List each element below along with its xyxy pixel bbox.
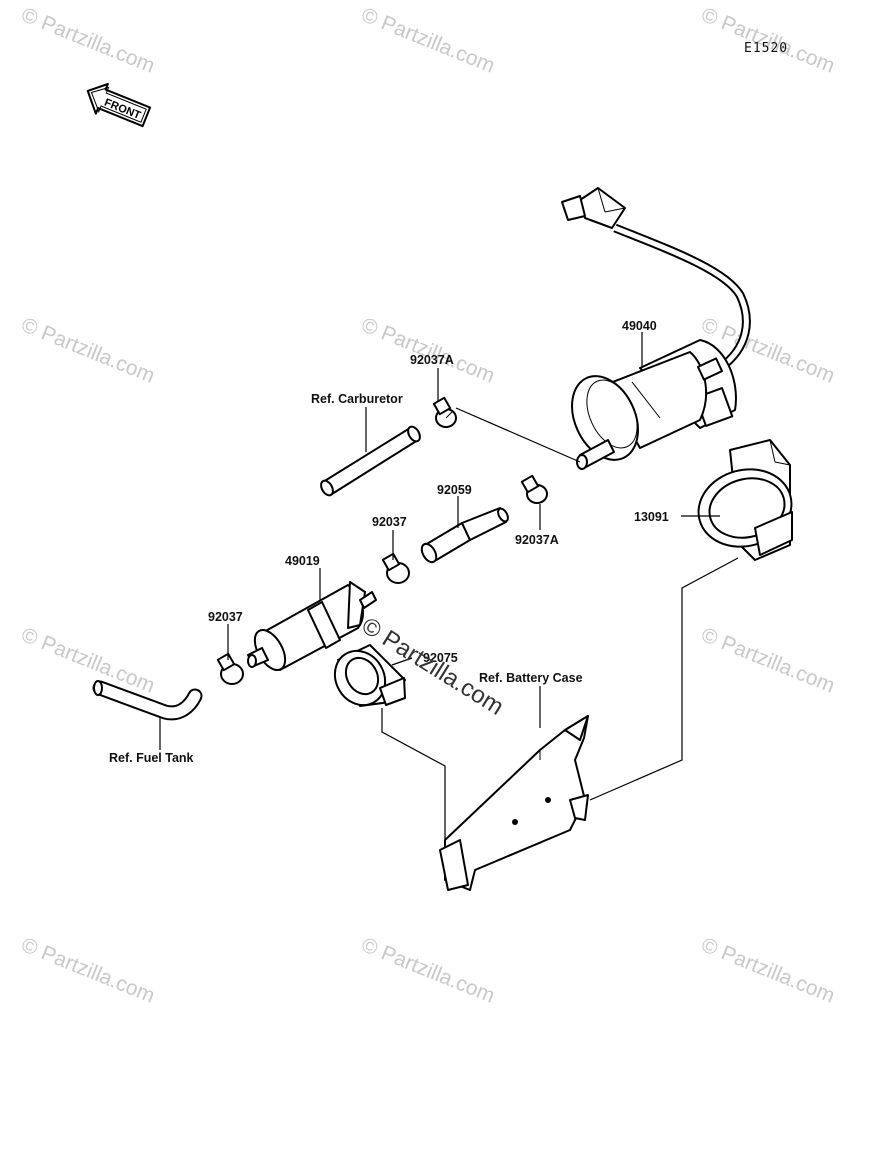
clamp-92037-lower <box>216 652 244 685</box>
label-battery-case: Ref. Battery Case <box>479 671 583 685</box>
carburetor-hose <box>320 425 421 497</box>
fuel-tank-hose <box>92 680 203 721</box>
pipe-92059 <box>420 507 509 564</box>
label-clamp-filter-upper: 92037 <box>372 515 407 529</box>
fuel-filter-49019 <box>247 581 377 671</box>
pump-holder-13091 <box>697 439 793 561</box>
clamp-92037-upper <box>381 552 410 584</box>
label-clamp-pump: 92037A <box>410 353 454 367</box>
front-arrow-icon: FRONT <box>86 82 152 128</box>
label-pipe: 92059 <box>437 483 472 497</box>
fuel-pump-49040 <box>561 187 751 470</box>
watermark: © Partzilla.com <box>358 313 498 387</box>
clamp-92037a-upper <box>432 396 457 428</box>
filter-holder-92075 <box>333 644 406 707</box>
watermark: © Partzilla.com <box>698 933 838 1007</box>
diagram-code: E1520 <box>744 41 788 56</box>
watermark: © Partzilla.com <box>698 623 838 697</box>
part-labels: 49040 92037A Ref. Carburetor 92059 92037… <box>109 319 669 765</box>
watermark: © Partzilla.com <box>18 623 158 697</box>
label-fuel-tank: Ref. Fuel Tank <box>109 751 194 765</box>
battery-case-bracket <box>439 715 589 891</box>
watermark: © Partzilla.com <box>18 313 158 387</box>
label-clamp-pipe: 92037A <box>515 533 559 547</box>
label-filter: 49019 <box>285 554 320 568</box>
leader-lines <box>159 332 739 845</box>
watermark: © Partzilla.com <box>18 933 158 1007</box>
watermark: © Partzilla.com <box>358 933 498 1007</box>
watermark: © Partzilla.com <box>18 3 158 77</box>
label-filter-holder: 92075 <box>423 651 458 665</box>
label-fuel-pump: 49040 <box>622 319 657 333</box>
label-pump-holder: 13091 <box>634 510 669 524</box>
watermark: © Partzilla.com <box>358 3 498 77</box>
clamp-92037a-right <box>520 474 548 504</box>
label-clamp-filter-lower: 92037 <box>208 610 243 624</box>
label-carburetor: Ref. Carburetor <box>311 392 403 406</box>
